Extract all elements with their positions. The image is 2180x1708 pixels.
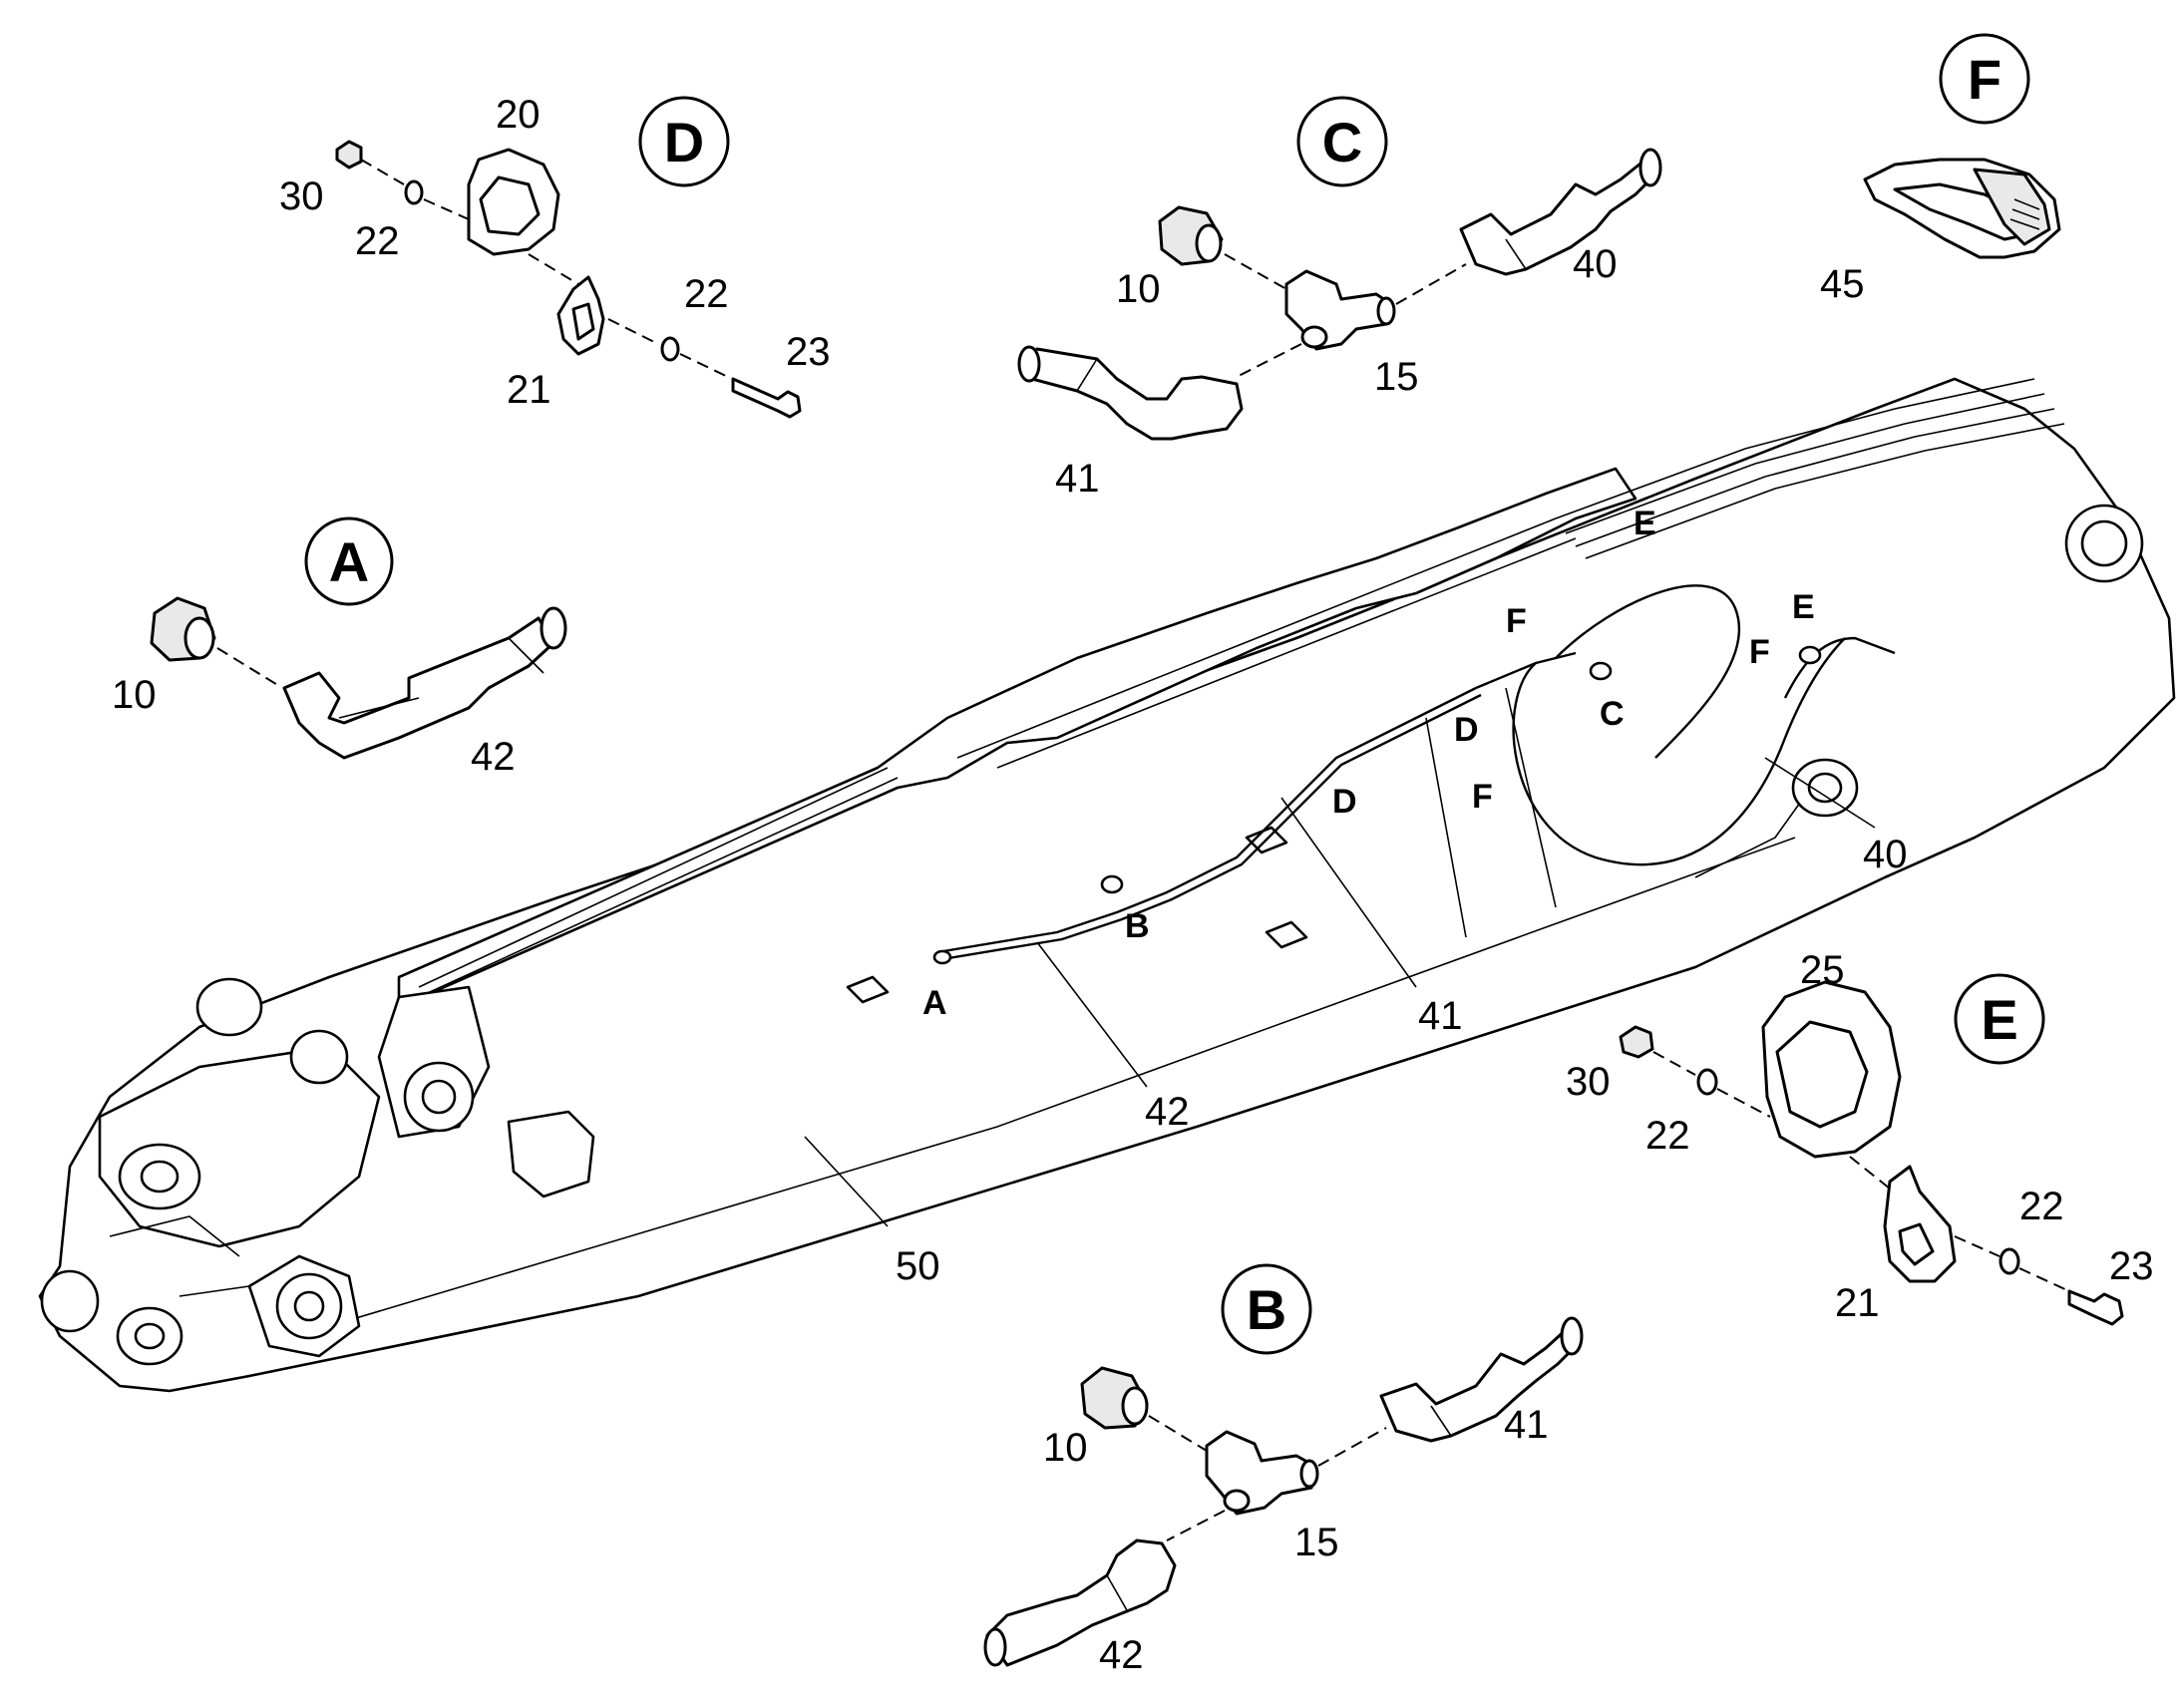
label-d-21: 21 <box>507 368 551 412</box>
marker-f-3: F <box>1749 633 1770 671</box>
label-d-20: 20 <box>496 93 541 137</box>
marker-b: B <box>1125 907 1150 945</box>
label-hose-41: 41 <box>1418 994 1463 1038</box>
label-e-22b: 22 <box>2019 1185 2064 1228</box>
label-c-10: 10 <box>1116 267 1161 311</box>
leader-42 <box>1036 941 1148 1088</box>
marker-d-1: D <box>1454 711 1479 749</box>
detail-d: D <box>335 96 802 419</box>
label-e-22a: 22 <box>1645 1114 1690 1158</box>
detail-b: B <box>983 1263 1584 1667</box>
detail-b-letter: B <box>1247 1278 1286 1341</box>
detail-a-letter: A <box>329 530 369 593</box>
washer-22-e1 <box>1696 1068 1718 1096</box>
leader-40 <box>1764 757 1876 829</box>
detail-a-badge <box>304 516 394 606</box>
marker-d-2: D <box>1332 783 1357 821</box>
label-f-45: 45 <box>1820 262 1865 306</box>
washer-22-d2 <box>660 336 680 362</box>
label-b-42: 42 <box>1099 1633 1144 1677</box>
label-e-23: 23 <box>2109 1244 2154 1288</box>
detail-d-letter: D <box>664 111 704 173</box>
label-b-15: 15 <box>1294 1521 1339 1564</box>
label-boom-50: 50 <box>896 1244 940 1288</box>
label-e-21: 21 <box>1835 1281 1880 1325</box>
detail-c-letter: C <box>1322 111 1362 173</box>
washer-22-d1 <box>404 179 424 205</box>
label-d-22a: 22 <box>355 219 400 263</box>
screw-23-d <box>731 377 802 419</box>
label-a-10: 10 <box>112 673 157 717</box>
label-c-41: 41 <box>1055 457 1100 501</box>
detail-e-letter: E <box>1981 988 2017 1051</box>
detail-f-badge <box>1939 33 2030 125</box>
detail-c-badge <box>1296 96 1388 187</box>
hose-40-c <box>1459 158 1657 276</box>
label-d-23: 23 <box>786 330 831 374</box>
washer-22-e2 <box>1998 1247 2020 1275</box>
hose-41-c <box>1025 347 1244 441</box>
label-c-15: 15 <box>1374 355 1419 399</box>
marker-f-1: F <box>1506 602 1527 640</box>
marker-c: C <box>1600 695 1625 733</box>
label-b-10: 10 <box>1043 1426 1088 1470</box>
label-hose-42: 42 <box>1145 1090 1190 1134</box>
label-b-41: 41 <box>1504 1403 1549 1447</box>
tee-15-b <box>1205 1430 1316 1516</box>
boom-assembly <box>38 377 2176 1393</box>
label-d-22b: 22 <box>684 272 729 316</box>
hose-42-b <box>985 1538 1177 1667</box>
detail-e: E <box>1619 973 2124 1326</box>
leader-41 <box>1280 797 1417 988</box>
detail-c: C <box>1017 96 1662 441</box>
detail-f-letter: F <box>1968 48 2001 111</box>
marker-e-1: E <box>1634 505 1656 542</box>
label-d-30: 30 <box>279 174 324 218</box>
marker-f-2: F <box>1472 778 1493 816</box>
screw-23-e <box>2067 1289 2124 1326</box>
detail-d-badge <box>638 96 730 187</box>
label-a-42: 42 <box>471 735 516 779</box>
detail-f: F <box>1863 33 2061 259</box>
detail-e-badge <box>1954 973 2045 1065</box>
nut-30-e <box>1619 1025 1654 1059</box>
leader-50 <box>804 1136 889 1227</box>
marker-a: A <box>922 984 947 1022</box>
label-hose-40: 40 <box>1863 833 1908 876</box>
nut-30-d <box>335 140 363 170</box>
label-c-40: 40 <box>1573 242 1618 286</box>
detail-b-badge <box>1221 1263 1312 1355</box>
label-e-30: 30 <box>1566 1060 1611 1104</box>
marker-e-2: E <box>1792 588 1815 626</box>
detail-a: A <box>150 516 567 760</box>
label-e-25: 25 <box>1800 948 1845 992</box>
